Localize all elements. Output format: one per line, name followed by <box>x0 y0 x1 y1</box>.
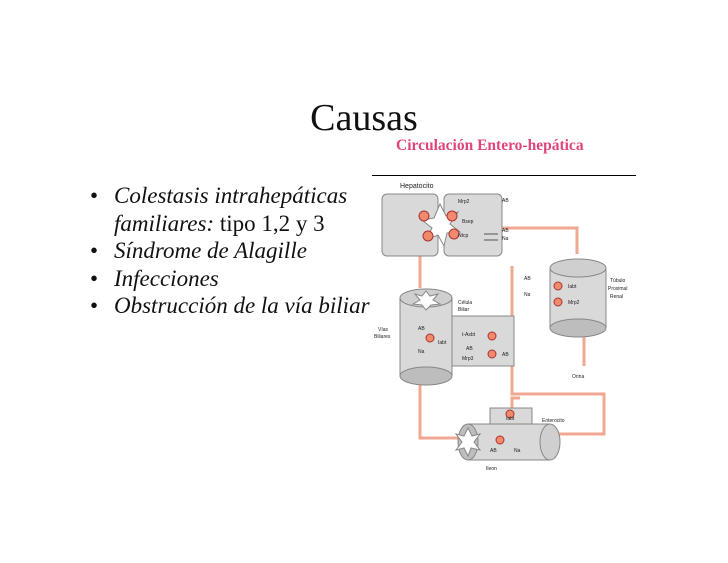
bullet-italic-text: Infecciones <box>114 265 219 291</box>
duct-liver-to-kidney <box>500 226 579 254</box>
ab-label: AB <box>502 228 509 234</box>
iabt-label: Iabt <box>506 416 515 422</box>
transporter-icon <box>418 210 430 222</box>
kidney-label: Renal <box>610 294 623 300</box>
slide-title: Causas <box>310 97 418 139</box>
kidney-label: Proximal <box>608 286 627 292</box>
cell-label: Biliar <box>458 307 469 313</box>
bullet-normal-text: tipo 1,2 y 3 <box>214 210 325 236</box>
urine-label: Orina <box>572 374 584 380</box>
transporter-icon <box>495 435 505 445</box>
list-item: • Colestasis intrahepáticas familiares: … <box>88 182 378 237</box>
kidney-label: Túbulo <box>610 278 626 284</box>
transporter-icon <box>553 281 563 291</box>
lumen-star-icon <box>411 290 442 311</box>
bile-ducts-label: Biliares <box>374 334 391 340</box>
bile-ducts-label: Vías <box>378 327 389 333</box>
tasbt-label: t-Asbt <box>462 332 476 338</box>
list-item: • Obstrucción de la vía biliar <box>88 292 378 320</box>
bullet-icon: • <box>90 238 99 263</box>
transporter-icon <box>448 228 460 240</box>
transporter-icon <box>487 331 497 341</box>
cholangiocyte-cell: Célula Biliar Vías Biliares AB Na Iabt t… <box>374 288 515 386</box>
transporter-icon <box>553 297 563 307</box>
transporter-icon <box>422 230 434 242</box>
ab-label: AB <box>466 346 473 352</box>
mrp3-label: Mrp3 <box>462 356 474 362</box>
transporter-icon <box>505 409 515 419</box>
list-item: • Síndrome de Alagille <box>88 237 378 265</box>
enterohepatic-diagram: Hepatocito Mrp2 Bsep Ntcp AB AB Na Célul… <box>374 183 627 472</box>
na-label: Na <box>418 349 425 355</box>
na-label: Na <box>514 448 521 454</box>
diagram-title: Circulación Entero-hepática <box>396 137 584 154</box>
ntcp-label: Ntcp <box>458 233 469 239</box>
divider-line <box>372 175 636 176</box>
bsep-label: Bsep <box>462 219 474 225</box>
hepatocyte-label: Hepatocito <box>400 183 434 190</box>
bullet-italic-text: Colestasis intrahepáticas familiares: <box>114 183 348 236</box>
renal-tubule-cell: AB Na Iabt Mrp2 Túbulo Proximal Renal Or… <box>524 258 627 380</box>
list-item: • Infecciones <box>88 265 378 293</box>
transporter-icon <box>446 210 458 222</box>
iabt-label: Iabt <box>568 284 577 290</box>
bullet-icon: • <box>90 183 99 208</box>
duct-bile-to-intestine <box>418 371 464 440</box>
ab-label: AB <box>524 276 531 282</box>
bullet-italic-text: Síndrome de Alagille <box>114 238 307 263</box>
na-label: Na <box>502 236 509 242</box>
bullet-icon: • <box>90 293 99 318</box>
hepatocyte-cell: Hepatocito Mrp2 Bsep Ntcp AB AB Na <box>381 183 509 257</box>
ileum-segment: Iabt Enterocito AB Na Ileon <box>454 407 565 472</box>
lumen-star-icon <box>454 426 482 458</box>
ab-label: AB <box>490 448 497 454</box>
ab-label: AB <box>502 198 509 204</box>
cell-label: Célula <box>458 300 472 306</box>
iabt-label: Iabt <box>438 340 447 346</box>
ileum-label: Ileon <box>486 466 497 472</box>
na-label: Na <box>524 292 531 298</box>
enterocyte-label: Enterocito <box>542 418 565 424</box>
bullet-icon: • <box>90 265 99 291</box>
causes-list: • Colestasis intrahepáticas familiares: … <box>88 182 378 320</box>
bullet-italic-text: Obstrucción de la vía biliar <box>114 293 370 318</box>
transporter-icon <box>487 349 497 359</box>
mrp2-label: Mrp2 <box>458 199 470 205</box>
mrp2-label: Mrp2 <box>568 300 580 306</box>
ab-label: AB <box>502 352 509 358</box>
transporter-icon <box>425 333 435 343</box>
ab-label: AB <box>418 326 425 332</box>
